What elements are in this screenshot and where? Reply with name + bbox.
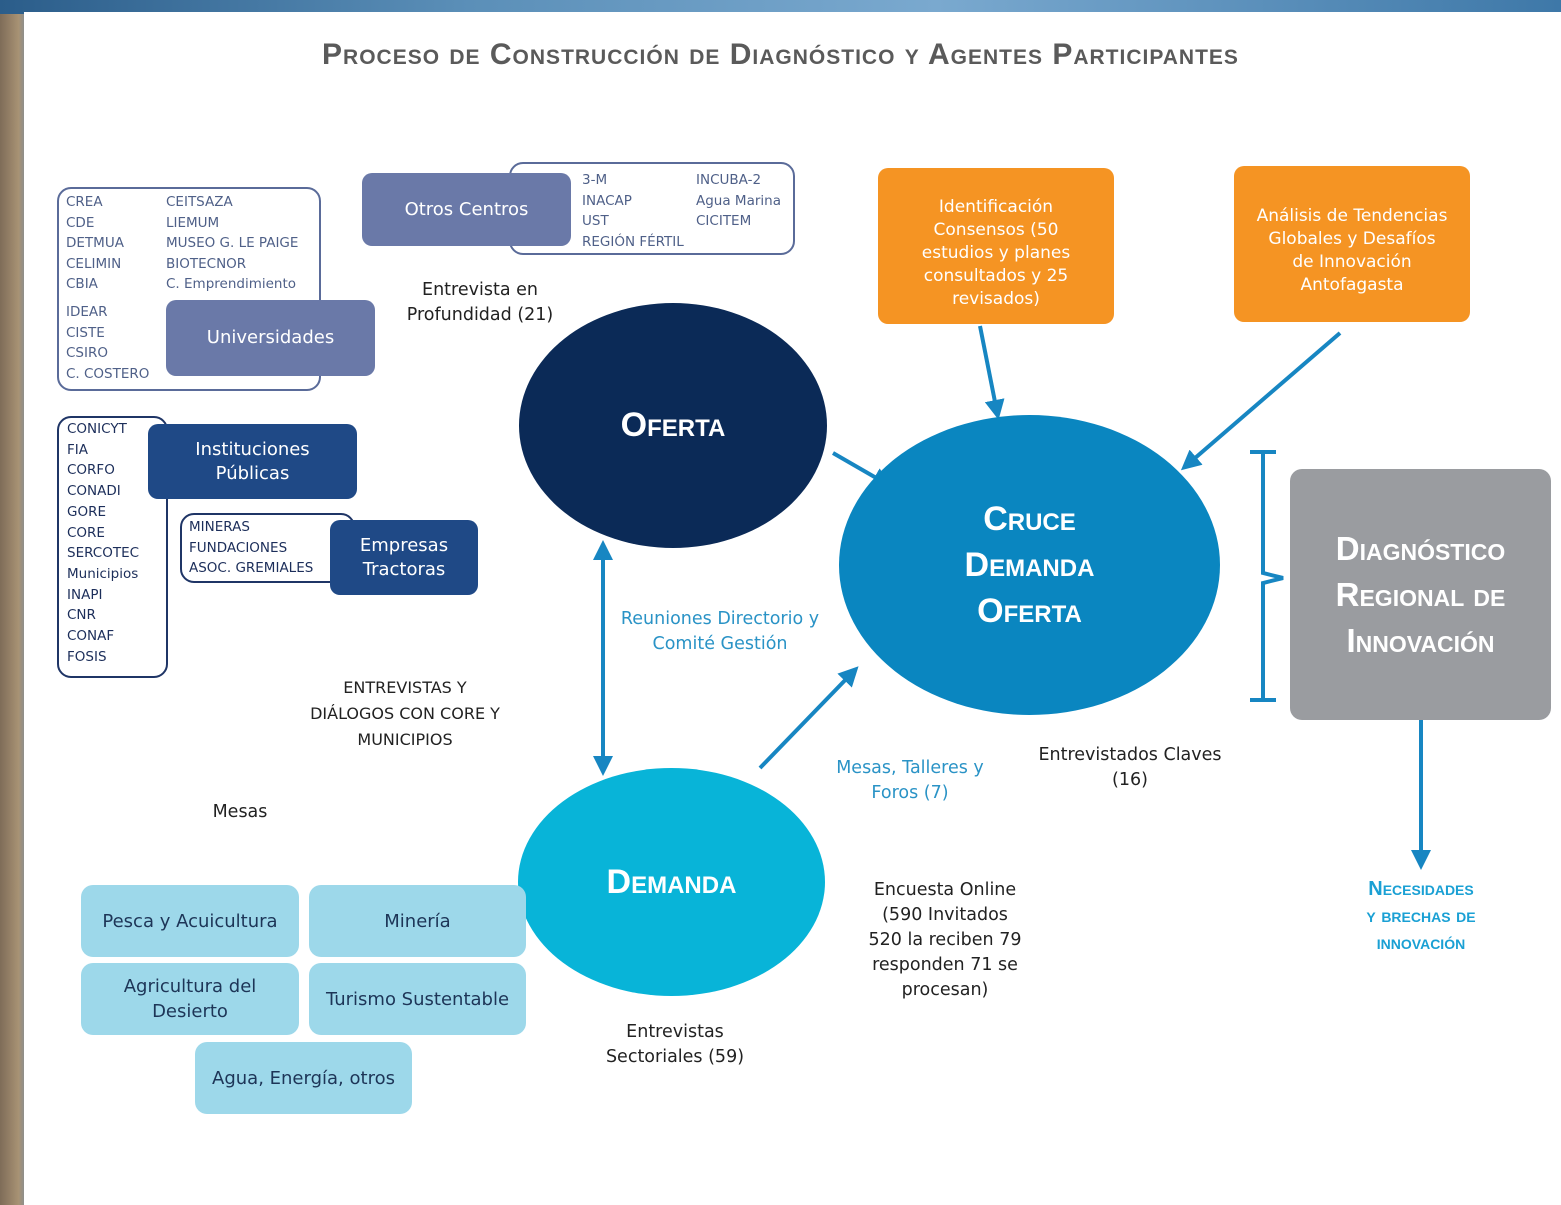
sector-pesca: Pesca y Acuicultura (81, 885, 299, 957)
arrow-demanda-to-cruce (758, 666, 859, 770)
arrow-analisis-to-cruce (1180, 331, 1342, 471)
sector-mineria: Minería (309, 885, 526, 957)
page-title: Proceso de Construcción de Diagnóstico y… (322, 38, 1239, 71)
sector-agua: Agua, Energía, otros (195, 1042, 412, 1114)
top-border (0, 0, 1561, 14)
universidades-box: Universidades (166, 300, 375, 376)
entrevistados-claves-label: Entrevistados Claves(16) (1038, 745, 1222, 790)
demanda-ellipse: Demanda (518, 768, 825, 996)
otros-centros-box: Otros Centros (362, 173, 571, 246)
empresas-list-box (180, 513, 355, 583)
oferta-ellipse: Oferta (519, 303, 827, 548)
bracket (1250, 450, 1284, 702)
empresas-box: Empresas Tractoras (330, 520, 478, 595)
instituciones-box: Instituciones Públicas (148, 424, 357, 499)
encuesta-label: Encuesta Online(590 Invitados 520 la rec… (868, 880, 1022, 1000)
arrow-identificacion-to-cruce (978, 325, 1005, 420)
mesas-label: Mesas (212, 802, 268, 822)
sector-turismo: Turismo Sustentable (309, 963, 526, 1035)
